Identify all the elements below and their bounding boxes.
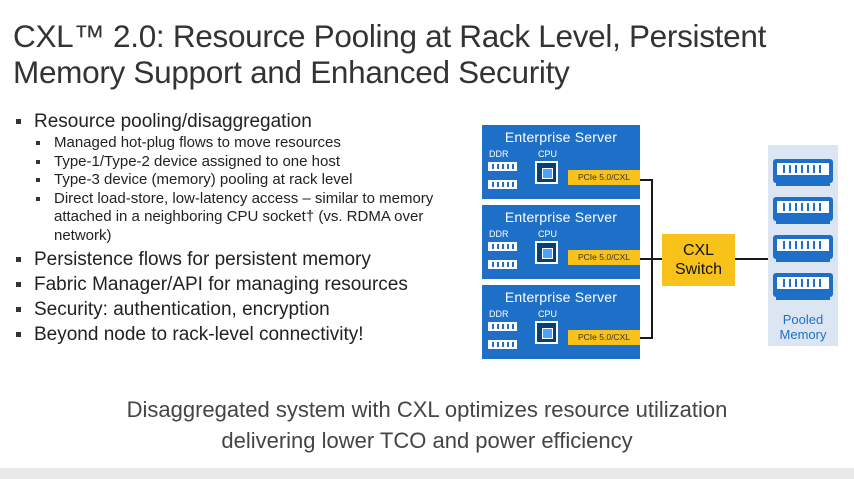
- memory-module-icon: [773, 273, 833, 300]
- pooled-memory-label-line-2: Memory: [779, 327, 827, 342]
- bullet-rack-connectivity: Beyond node to rack-level connectivity!: [14, 322, 474, 347]
- pcie-cxl-link: PCIe 5.0/CXL: [568, 250, 640, 265]
- footer-band: [0, 468, 854, 479]
- sub-bullet-list: Managed hot-plug flows to move resources…: [14, 134, 474, 245]
- slide-title: CXL™ 2.0: Resource Pooling at Rack Level…: [13, 18, 843, 90]
- switch-label-line-1: CXL: [682, 242, 715, 259]
- ddr-dimm-icon: [488, 322, 517, 331]
- server-label: Enterprise Server: [504, 209, 618, 225]
- ddr-dimm-icon: [488, 180, 517, 189]
- pooled-memory-panel: Pooled Memory: [768, 145, 838, 346]
- pooled-memory-label-line-1: Pooled: [782, 312, 824, 327]
- memory-module-icon: [773, 197, 833, 224]
- memory-module-icon: [773, 235, 833, 262]
- ddr-label: DDR: [489, 229, 509, 239]
- enterprise-server-2: Enterprise Server DDR CPU PCIe 5.0/CXL: [482, 205, 640, 279]
- cpu-label: CPU: [538, 229, 558, 239]
- cpu-label: CPU: [538, 149, 558, 159]
- sub-bullet-hot-plug: Managed hot-plug flows to move resources: [14, 134, 474, 153]
- pooled-memory-label: Pooled Memory: [768, 312, 838, 342]
- conclusion-line-1: Disaggregated system with CXL optimizes …: [126, 397, 728, 422]
- cpu-chip-icon: [535, 241, 558, 264]
- bullet-fabric-manager: Fabric Manager/API for managing resource…: [14, 272, 474, 297]
- conclusion-text: Disaggregated system with CXL optimizes …: [0, 394, 854, 456]
- cpu-chip-icon: [535, 161, 558, 184]
- bullet-persistence: Persistence flows for persistent memory: [14, 247, 474, 272]
- ddr-dimm-icon: [488, 242, 517, 251]
- server-label: Enterprise Server: [504, 129, 618, 145]
- bullet-security: Security: authentication, encryption: [14, 297, 474, 322]
- server-label: Enterprise Server: [504, 289, 618, 305]
- cpu-chip-icon: [535, 321, 558, 344]
- pcie-cxl-link: PCIe 5.0/CXL: [568, 330, 640, 345]
- pcie-cxl-link: PCIe 5.0/CXL: [568, 170, 640, 185]
- conclusion-line-2: delivering lower TCO and power efficienc…: [221, 428, 633, 453]
- sub-bullet-type1-type2: Type-1/Type-2 device assigned to one hos…: [14, 153, 474, 172]
- enterprise-server-1: Enterprise Server DDR CPU PCIe 5.0/CXL: [482, 125, 640, 199]
- bullet-list: Resource pooling/disaggregation Managed …: [14, 109, 474, 347]
- bullet-resource-pooling: Resource pooling/disaggregation: [14, 109, 474, 134]
- ddr-dimm-icon: [488, 260, 517, 269]
- ddr-dimm-icon: [488, 340, 517, 349]
- cxl-switch: CXL Switch: [662, 234, 735, 286]
- memory-module-icon: [773, 159, 833, 186]
- cpu-label: CPU: [538, 309, 558, 319]
- ddr-label: DDR: [489, 149, 509, 159]
- enterprise-server-3: Enterprise Server DDR CPU PCIe 5.0/CXL: [482, 285, 640, 359]
- switch-label-line-2: Switch: [674, 261, 723, 278]
- sub-bullet-type3-pooling: Type-3 device (memory) pooling at rack l…: [14, 171, 474, 190]
- ddr-label: DDR: [489, 309, 509, 319]
- title-line-1: CXL™ 2.0: Resource Pooling at Rack Level…: [13, 18, 767, 54]
- sub-bullet-load-store: Direct load-store, low-latency access – …: [14, 190, 446, 246]
- title-line-2: Memory Support and Enhanced Security: [13, 54, 570, 90]
- ddr-dimm-icon: [488, 162, 517, 171]
